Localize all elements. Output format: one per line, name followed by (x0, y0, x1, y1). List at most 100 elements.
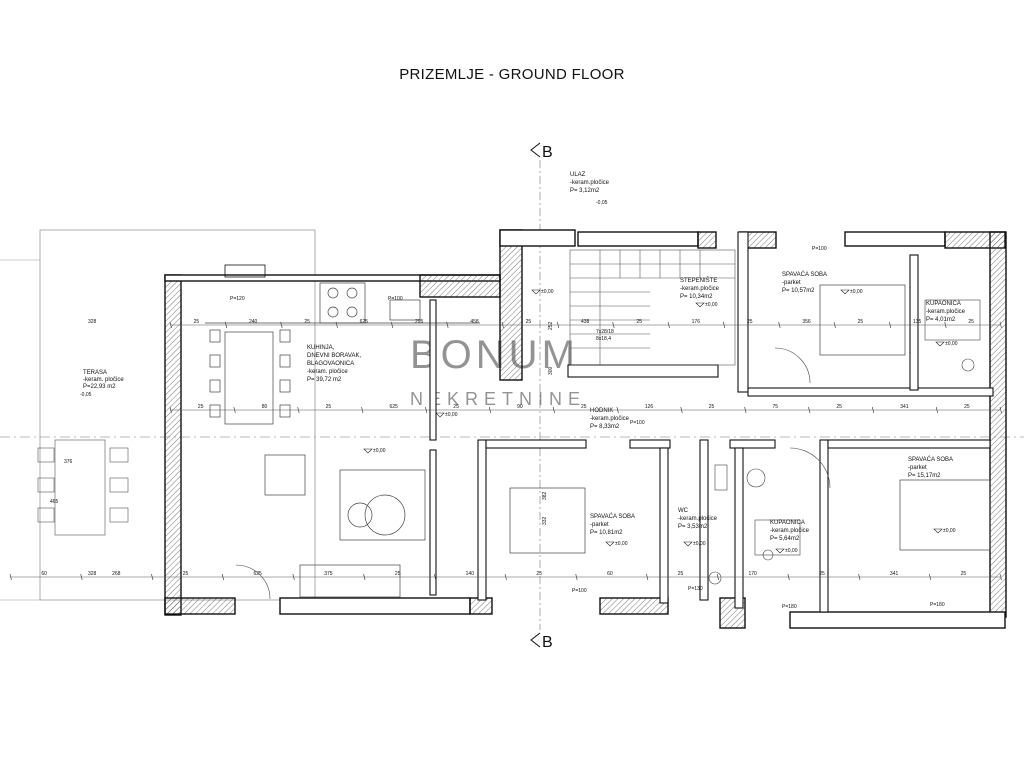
dim-label-vertical: 332 (542, 516, 548, 525)
dim-tick (646, 573, 649, 581)
level-marker: ±0,00 (531, 289, 554, 295)
dim-tick (297, 406, 300, 414)
svg-text:P=22,93 m2: P=22,93 m2 (83, 384, 116, 390)
dim-label: 25 (453, 404, 459, 410)
svg-text:KUPAONICA: KUPAONICA (926, 301, 961, 307)
svg-text:P= 3,53m2: P= 3,53m2 (678, 524, 708, 530)
svg-text:-0,05: -0,05 (596, 200, 608, 206)
dim-tick (999, 321, 1002, 329)
dim-label: 25 (581, 404, 587, 410)
dim-tick (716, 573, 719, 581)
dim-label: 25 (678, 571, 684, 577)
dim-label: 60 (607, 571, 613, 577)
svg-text:KUHINJA,: KUHINJA, (307, 345, 335, 351)
svg-text:P= 4,01m2: P= 4,01m2 (926, 317, 956, 323)
dim-label: 135 (913, 319, 922, 325)
level-value: ±0,00 (541, 289, 554, 295)
page-title: PRIZEMLJE - GROUND FLOOR (399, 66, 625, 83)
dim-label-left: 328 (88, 319, 97, 325)
dim-tick (723, 321, 726, 329)
svg-text:P= 8,33m2: P= 8,33m2 (590, 424, 620, 430)
svg-text:-parket: -parket (908, 465, 927, 471)
svg-text:DNEVNI BORAVAK,: DNEVNI BORAVAK, (307, 353, 361, 359)
level-marker: ±0,00 (605, 541, 628, 547)
kitchen-counter (205, 282, 480, 425)
svg-text:-keram. pločice: -keram. pločice (83, 377, 124, 383)
level-value: ±0,00 (615, 541, 628, 547)
svg-text:STEPENIŠTE: STEPENIŠTE (680, 277, 717, 284)
beds (509, 284, 991, 554)
level-value: ±0,00 (945, 341, 958, 347)
staircase (569, 249, 736, 366)
dim-label: 25 (326, 404, 332, 410)
dim-label: 25 (858, 319, 864, 325)
room-spavaca-3: SPAVAĆA SOBA -parket P= 15,17m2 (908, 456, 953, 479)
dim-tick (233, 406, 236, 414)
dining-table-outdoor (54, 439, 106, 536)
dim-label: 625 (254, 571, 263, 577)
svg-text:P= 10,57m2: P= 10,57m2 (782, 288, 815, 294)
svg-text:-keram.pločice: -keram.pločice (570, 180, 610, 186)
level-value: ±0,00 (705, 302, 718, 308)
dim-label: 25 (836, 404, 842, 410)
svg-text:B: B (542, 634, 553, 651)
section-line (0, 160, 1024, 630)
dim-label: 458 (470, 319, 479, 325)
dim-tick (151, 573, 154, 581)
dim-label: 25 (747, 319, 753, 325)
dim-label: 25 (395, 571, 401, 577)
dim-label: 625 (360, 319, 369, 325)
dim-label: 80 (262, 404, 268, 410)
room-spavaca-1: SPAVAĆA SOBA -parket P= 10,57m2 (782, 271, 827, 294)
dim-label: 375 (324, 571, 333, 577)
dim-label: 25 (198, 404, 204, 410)
dim-label: 25 (709, 404, 715, 410)
section-marker-bottom: B (530, 632, 553, 651)
svg-text:SPAVAĆA SOBA: SPAVAĆA SOBA (908, 456, 953, 463)
dim-label-vertical: 382 (542, 491, 548, 500)
dim-label: 25 (304, 319, 310, 325)
dim-label-left: 465 (50, 499, 59, 505)
dim-tick (667, 321, 670, 329)
svg-text:SPAVAĆA SOBA: SPAVAĆA SOBA (782, 271, 827, 278)
dim-tick (872, 406, 875, 414)
dim-label: 140 (466, 571, 475, 577)
dim-tick (808, 406, 811, 414)
room-kupaonica-2: KUPAONICA -keram.pločice P= 5,64m2 (770, 520, 810, 542)
dim-tick (488, 406, 492, 414)
svg-text:ULAZ: ULAZ (570, 172, 586, 178)
opening-label: P=100 (630, 420, 645, 426)
dim-tick (778, 321, 781, 329)
opening-label: P=100 (572, 588, 587, 594)
sanitary-fixtures (235, 299, 981, 600)
level-marker: ±0,00 (683, 541, 706, 547)
svg-text:P= 15,17m2: P= 15,17m2 (908, 473, 941, 479)
opening-label: P=180 (930, 602, 945, 608)
svg-text:P= 5,64m2: P= 5,64m2 (770, 536, 800, 542)
level-value: ±0,00 (373, 448, 386, 454)
dim-tick (225, 321, 228, 329)
svg-text:TERASA: TERASA (83, 370, 107, 376)
interior-walls (429, 231, 994, 613)
svg-text:P= 10,34m2: P= 10,34m2 (680, 294, 713, 300)
exterior-walls (164, 229, 1007, 629)
dim-tick (858, 573, 861, 581)
dim-label: 240 (249, 319, 258, 325)
dim-label-vertical: 300 (548, 366, 554, 375)
terrace (0, 229, 316, 601)
level-marker: ±0,00 (695, 302, 718, 308)
dim-label: 341 (900, 404, 909, 410)
dim-label: 295 (415, 319, 424, 325)
svg-text:-parket: -parket (782, 280, 801, 286)
room-spavaca-2: SPAVAĆA SOBA -parket P= 10,81m2 (590, 513, 635, 536)
section-marker-top: B (530, 142, 553, 161)
dim-tick (999, 406, 1002, 414)
dim-tick (446, 321, 449, 329)
level-marker: ±0,00 (840, 289, 863, 295)
dim-label: 90 (517, 404, 523, 410)
dim-tick (292, 573, 295, 581)
